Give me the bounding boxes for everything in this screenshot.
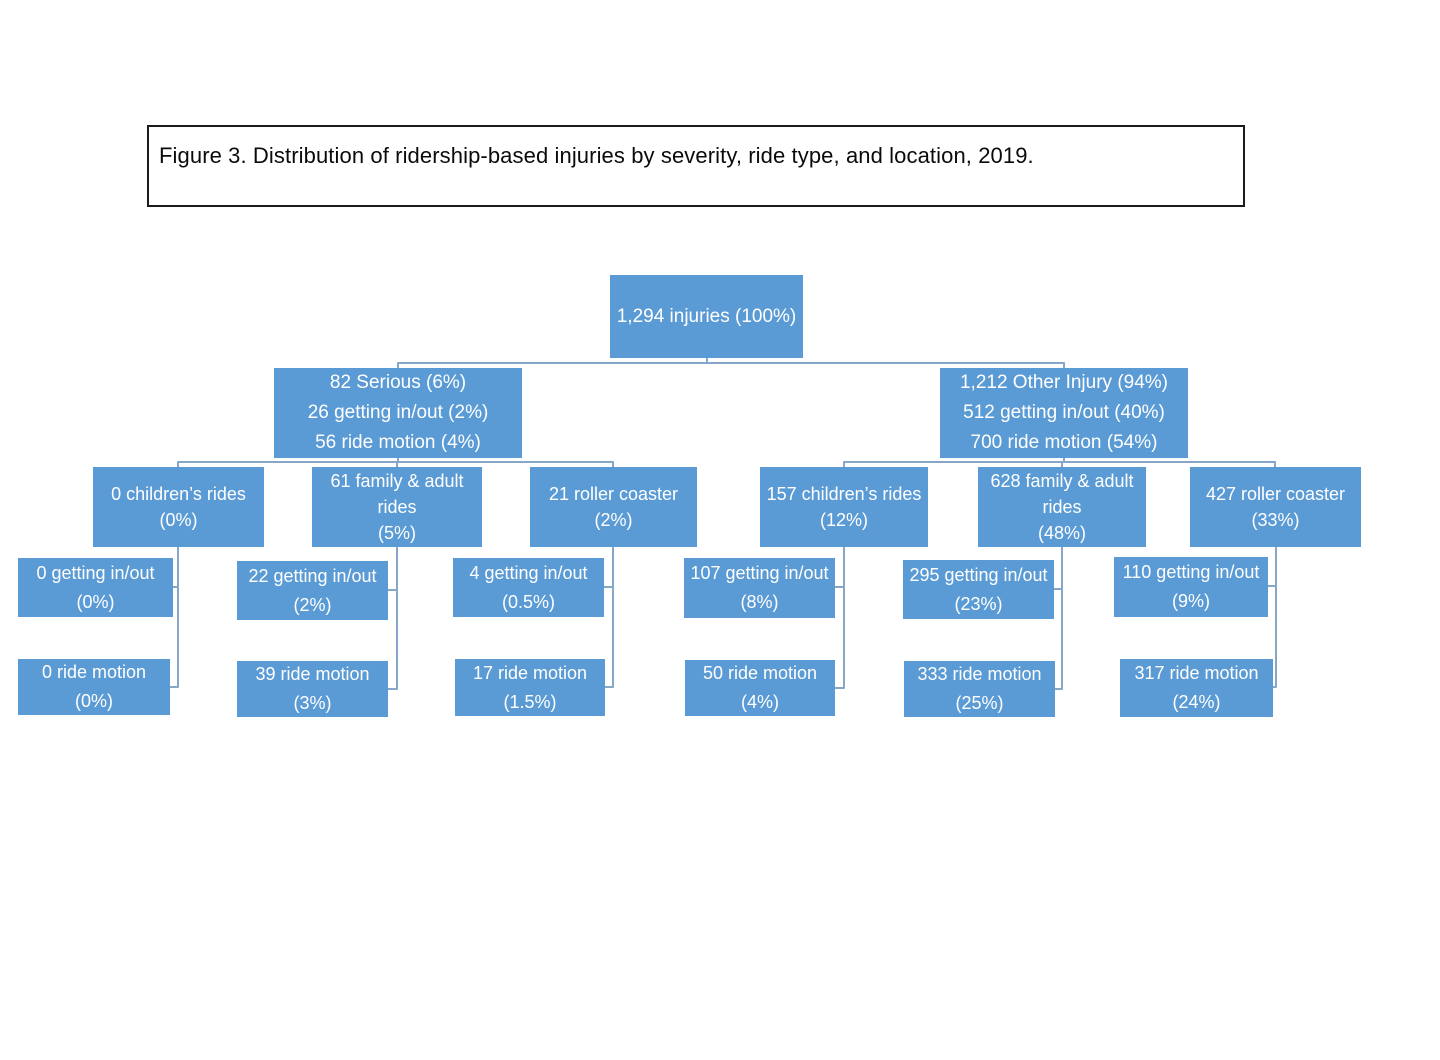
connector-trunk-serious-coaster — [603, 545, 614, 688]
node-line: 50 ride motion — [702, 663, 818, 683]
figure-title-box: Figure 3. Distribution of ridership-base… — [147, 125, 1245, 207]
node-serious-coaster-ride-motion: 17 ride motion (1.5%) — [455, 659, 605, 716]
node-line: (0.5%) — [501, 591, 555, 612]
node-total-injuries: 1,294 injuries (100%) — [610, 275, 803, 358]
node-line: 0 ride motion — [41, 662, 147, 682]
node-line: (9%) — [1171, 591, 1210, 611]
node-line: 512 getting in/out (40%) — [963, 402, 1165, 423]
node-line: 628 family & adult — [990, 471, 1134, 491]
node-serious-summary: 82 Serious (6%) 26 getting in/out (2%) 5… — [274, 368, 522, 458]
node-serious-family-getting: 22 getting in/out (2%) — [237, 561, 388, 620]
node-serious-roller-coaster: 21 roller coaster (2%) — [530, 467, 697, 547]
node-line: (0%) — [76, 591, 115, 612]
node-serious-coaster-getting: 4 getting in/out (0.5%) — [453, 558, 604, 617]
node-other-coaster-ride-motion: 317 ride motion (24%) — [1120, 659, 1273, 717]
node-line: (5%) — [377, 523, 416, 543]
node-other-roller-coaster: 427 roller coaster (33%) — [1190, 467, 1361, 547]
node-line: 56 ride motion (4%) — [315, 432, 481, 453]
node-line: (4%) — [740, 692, 779, 712]
node-line: 17 ride motion — [472, 662, 588, 683]
node-line: (0%) — [74, 691, 113, 711]
node-line: (2%) — [293, 594, 332, 615]
node-serious-family-ride-motion: 39 ride motion (3%) — [237, 661, 388, 717]
node-line: 110 getting in/out — [1122, 562, 1260, 582]
node-line: 22 getting in/out — [248, 565, 377, 586]
node-other-family-ride-motion: 333 ride motion (25%) — [904, 661, 1055, 717]
node-other-childrens-rides: 157 children’s rides (12%) — [760, 467, 928, 547]
node-line: 427 roller coaster — [1205, 484, 1346, 504]
node-serious-childrens-rides: 0 children’s rides (0%) — [93, 467, 264, 547]
node-line: 4 getting in/out — [469, 562, 588, 583]
node-line: (24%) — [1172, 692, 1221, 712]
node-line: 61 family & adult — [330, 471, 464, 491]
connector-trunk-other-childrens — [834, 545, 845, 689]
node-line: 157 children’s rides — [766, 484, 922, 504]
node-line: (25%) — [955, 693, 1004, 713]
node-line: 82 Serious (6%) — [329, 372, 467, 393]
connector-root-to-branches — [397, 356, 1065, 369]
node-line: 26 getting in/out (2%) — [307, 402, 489, 423]
node-serious-childrens-ride-motion: 0 ride motion (0%) — [18, 659, 170, 715]
node-line: 700 ride motion (54%) — [970, 432, 1158, 453]
node-other-injury-summary: 1,212 Other Injury (94%) 512 getting in/… — [940, 368, 1188, 458]
node-other-family-getting: 295 getting in/out (23%) — [903, 560, 1054, 619]
node-line: rides — [1042, 497, 1082, 517]
node-line: 0 children’s rides — [111, 484, 246, 504]
node-other-family-adult-rides: 628 family & adult rides (48%) — [978, 467, 1146, 547]
figure-title: Figure 3. Distribution of ridership-base… — [159, 143, 1034, 168]
node-other-coaster-getting: 110 getting in/out (9%) — [1114, 557, 1268, 617]
node-line: 39 ride motion — [255, 664, 370, 684]
connector-trunk-other-family — [1053, 545, 1063, 690]
node-line: (8%) — [740, 592, 779, 612]
node-line: rides — [377, 497, 417, 517]
node-line: 1,294 injuries (100%) — [616, 305, 797, 327]
node-line: (2%) — [594, 510, 633, 530]
node-line: (23%) — [954, 593, 1003, 614]
node-line: (0%) — [159, 510, 198, 530]
node-line: 0 getting in/out — [36, 562, 155, 583]
node-other-childrens-getting: 107 getting in/out (8%) — [684, 558, 835, 618]
node-line: 333 ride motion — [917, 664, 1042, 684]
node-other-childrens-ride-motion: 50 ride motion (4%) — [685, 660, 835, 716]
node-line: 107 getting in/out — [690, 563, 829, 583]
node-line: (48%) — [1037, 523, 1086, 543]
node-serious-family-adult-rides: 61 family & adult rides (5%) — [312, 467, 482, 547]
node-line: 295 getting in/out — [909, 564, 1048, 585]
node-line: 1,212 Other Injury (94%) — [959, 372, 1169, 393]
node-line: (1.5%) — [503, 691, 557, 712]
node-line: (12%) — [819, 510, 868, 530]
node-line: (33%) — [1251, 510, 1300, 530]
node-line: 21 roller coaster — [548, 484, 679, 504]
node-line: (3%) — [293, 693, 332, 713]
connector-trunk-serious-family — [387, 545, 398, 690]
node-serious-childrens-getting: 0 getting in/out (0%) — [18, 558, 173, 617]
node-line: 317 ride motion — [1134, 663, 1259, 683]
